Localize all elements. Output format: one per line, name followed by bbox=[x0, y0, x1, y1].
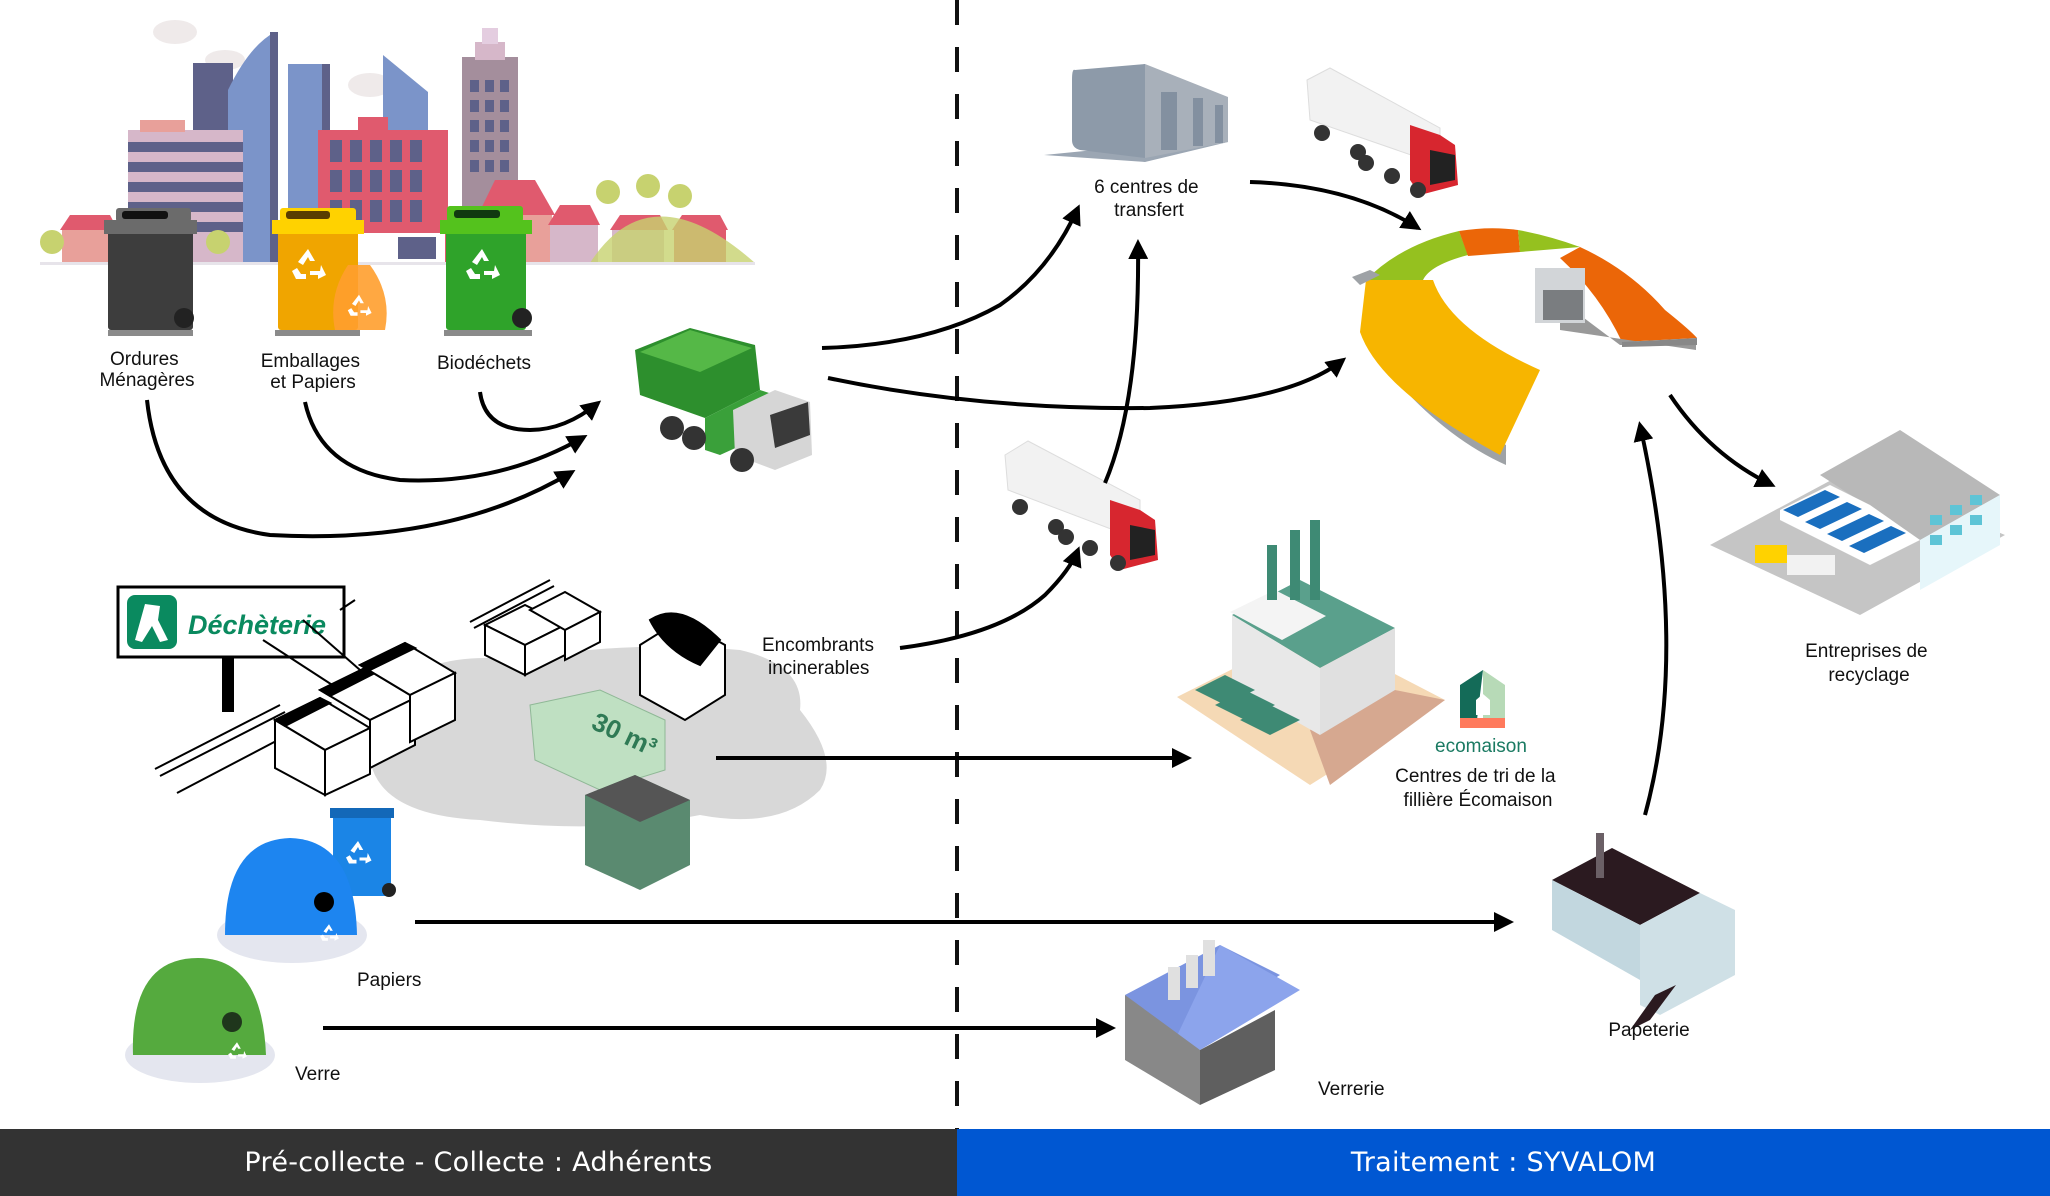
arrow-truck-to-transfer bbox=[821, 204, 1081, 350]
arrow-encombrants-to-midtruck bbox=[899, 546, 1082, 650]
footer-right-label: Traitement : SYVALOM bbox=[1350, 1147, 1657, 1178]
arrow-ordures-to-truck bbox=[145, 399, 576, 539]
dechetterie-sign-text: Déchèterie bbox=[188, 610, 326, 640]
ecomaison-crate bbox=[585, 775, 690, 890]
recycling-company-building bbox=[1710, 430, 2005, 615]
label-transfer-centres: 6 centres de transfert bbox=[1094, 177, 1204, 221]
dechetterie-bins bbox=[272, 590, 726, 797]
label-biodechets: Biodéchets bbox=[437, 353, 531, 374]
paper-collection-dome bbox=[217, 808, 396, 963]
label-emballages-papiers: Emballages et Papiers bbox=[261, 351, 366, 393]
ecomaison-sorting-centre bbox=[1177, 520, 1445, 785]
glassworks-building bbox=[1125, 940, 1300, 1105]
ecomaison-logo: ecomaison bbox=[1435, 670, 1527, 757]
arrow-emballages-to-truck bbox=[303, 401, 588, 483]
label-verre: Verre bbox=[295, 1064, 340, 1085]
bin-ordures-menageres bbox=[104, 208, 197, 336]
syvalom-treatment-facility bbox=[1352, 228, 1697, 465]
arrow-midtruck-to-transfer bbox=[1103, 239, 1149, 484]
label-papeterie: Papeterie bbox=[1608, 1020, 1689, 1041]
paper-mill-building bbox=[1552, 833, 1735, 1030]
dechetterie-sign: Déchèterie bbox=[116, 585, 346, 712]
container-30m3: 30 m³ bbox=[529, 689, 666, 791]
bin-biodechets bbox=[440, 206, 532, 336]
arrow-truck-to-syvalom bbox=[827, 357, 1347, 411]
footer-traitement-section: Traitement : SYVALOM bbox=[957, 1129, 2050, 1196]
semi-truck-top bbox=[1306, 67, 1458, 198]
bin-emballages bbox=[272, 208, 387, 336]
svg-text:ecomaison: ecomaison bbox=[1435, 736, 1527, 757]
arrow-papeterie-to-syvalom bbox=[1633, 421, 1669, 816]
arrow-syvalom-to-recycling bbox=[1668, 393, 1776, 488]
garbage-truck-illustration bbox=[635, 328, 812, 472]
arrow-transfer-to-syvalom bbox=[1249, 180, 1422, 231]
label-papiers: Papiers bbox=[357, 970, 421, 991]
label-recycling-companies: Entreprises de recyclage bbox=[1805, 641, 1933, 686]
transfer-centre-building bbox=[1044, 64, 1228, 162]
flow-arrows bbox=[145, 180, 1776, 1038]
label-encombrants: Encombrants incinerables bbox=[762, 635, 879, 679]
semi-truck-middle bbox=[1004, 440, 1158, 571]
footer-precollecte-section: Pré-collecte - Collecte : Adhérents bbox=[0, 1129, 957, 1196]
label-verrerie: Verrerie bbox=[1318, 1079, 1385, 1100]
footer-left-label: Pré-collecte - Collecte : Adhérents bbox=[244, 1147, 713, 1178]
glass-collection-dome bbox=[125, 958, 275, 1083]
label-ecomaison-centres: Centres de tri de la fillière Écomaison bbox=[1395, 766, 1561, 811]
dechetterie-area: Déchèterie 30 m³ bbox=[116, 579, 827, 890]
arrow-biodechets-to-truck bbox=[478, 391, 602, 433]
label-ordures-menageres: Ordures Ménagères bbox=[99, 349, 194, 391]
